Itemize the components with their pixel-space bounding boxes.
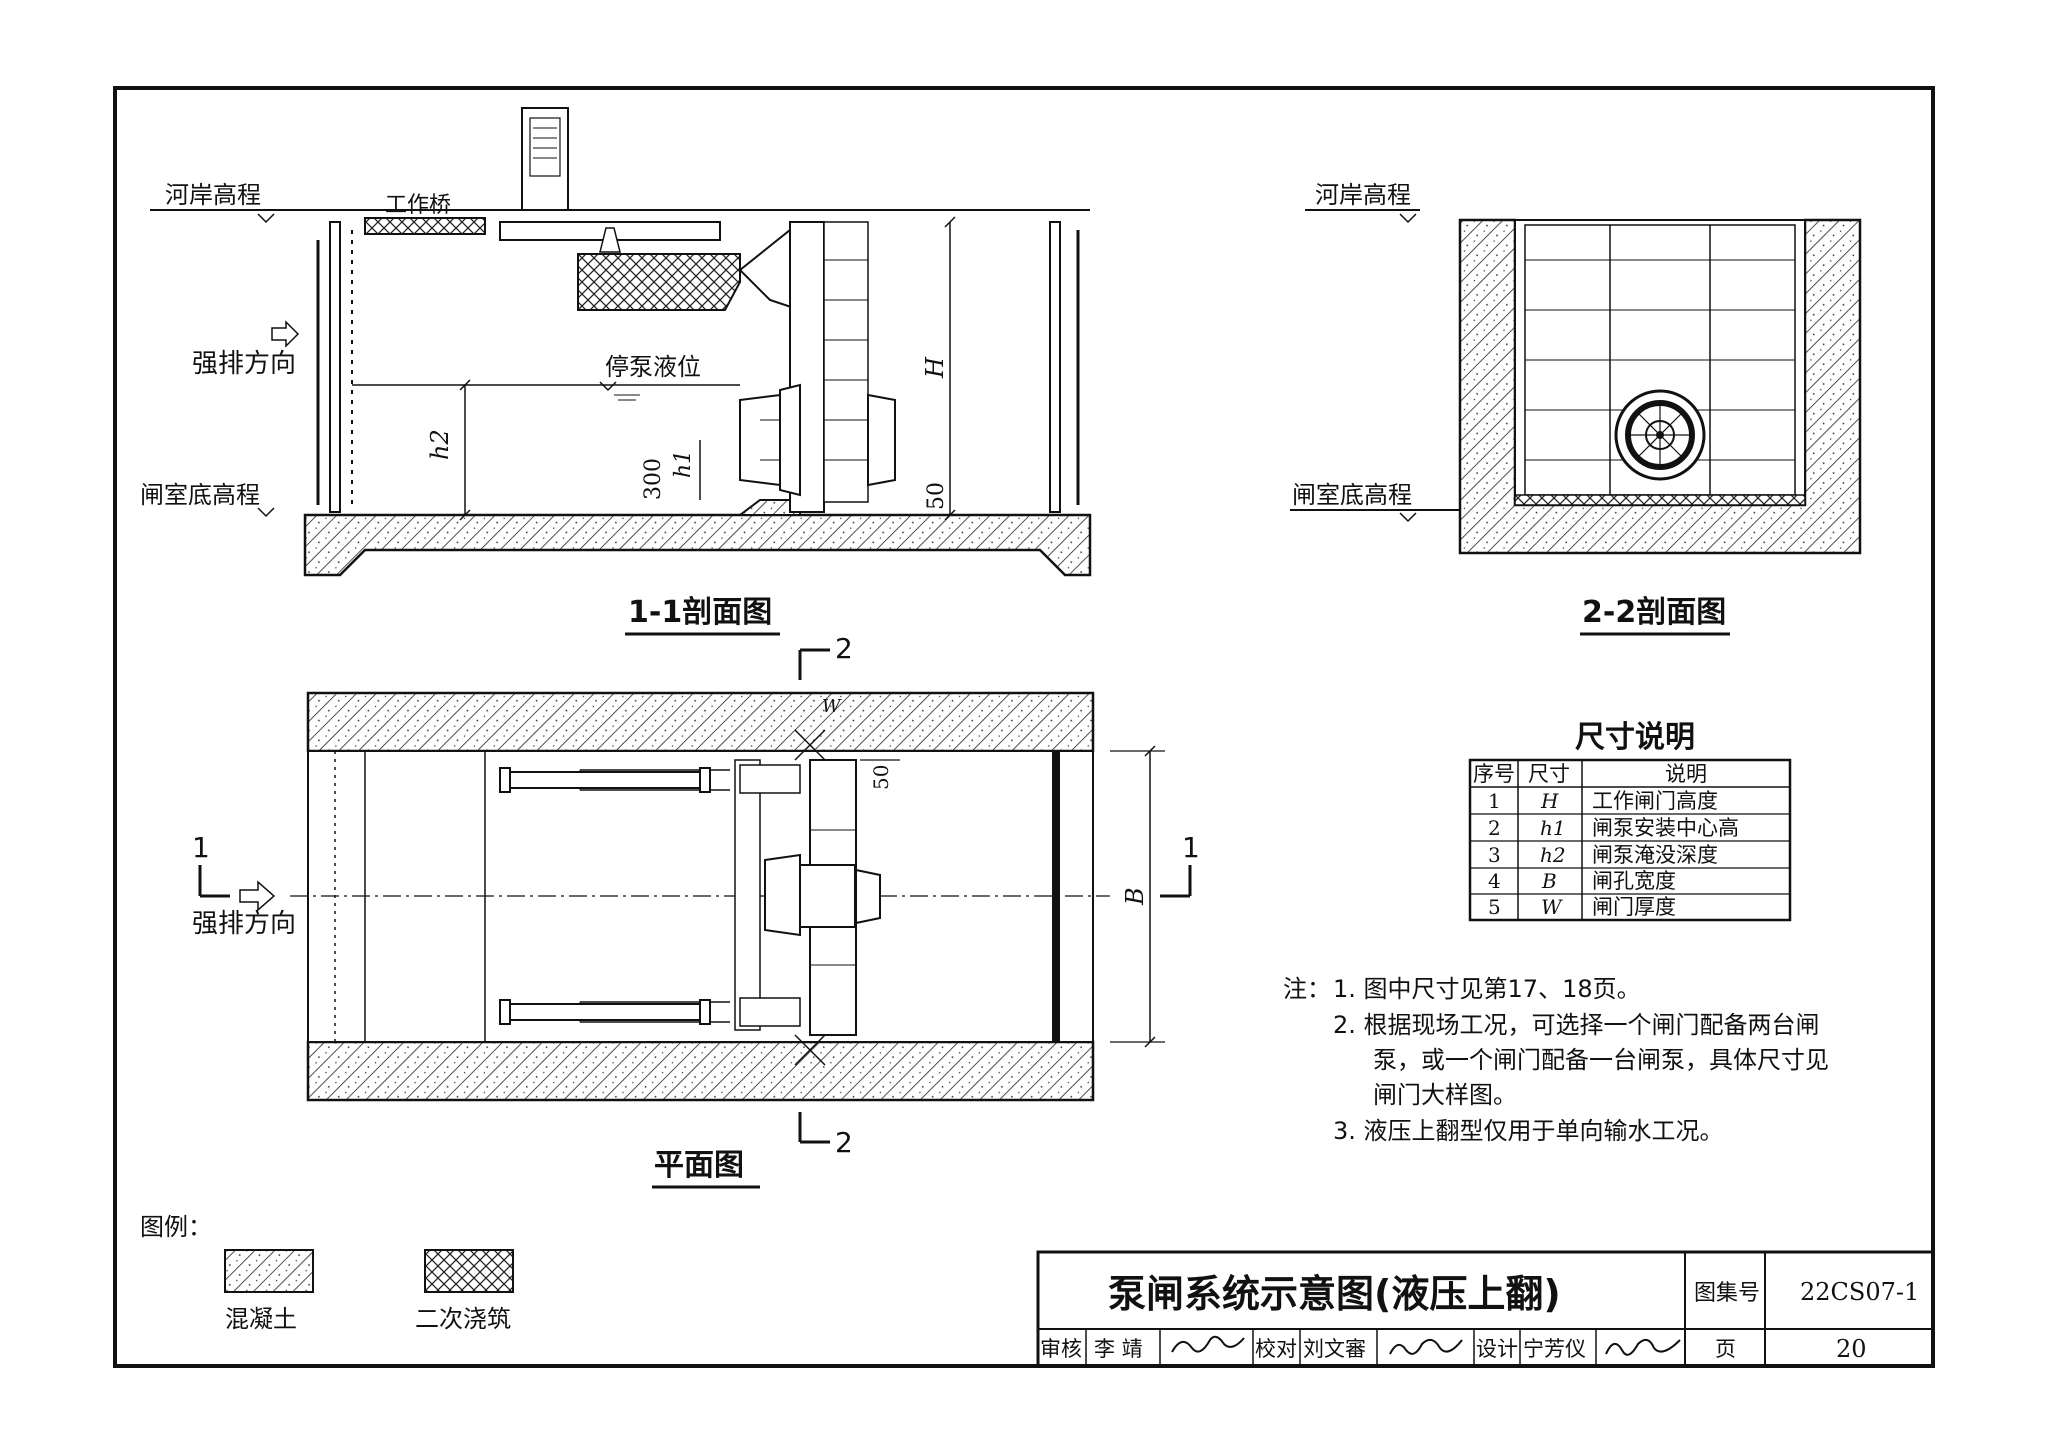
check-label: 校对	[1255, 1337, 1297, 1361]
reviewer-name: 李 靖	[1094, 1337, 1143, 1361]
row-2-index: 2	[1488, 816, 1501, 840]
row-3-index: 3	[1488, 843, 1501, 867]
designer-name: 宁芳仪	[1523, 1337, 1586, 1361]
work-bridge	[364, 217, 486, 235]
plan-dim-50: 50	[869, 765, 893, 790]
notes-prefix: 注：	[1283, 975, 1331, 1003]
base-slab	[303, 513, 1092, 577]
stop-level-label: 停泵液位	[605, 353, 701, 381]
row-3-desc: 闸泵淹没深度	[1592, 843, 1718, 867]
floor-label-2: 闸室底高程	[1292, 481, 1412, 509]
drawing-title: 泵闸系统示意图(液压上翻)	[1108, 1272, 1561, 1316]
th-index: 序号	[1473, 762, 1515, 786]
gate-panel	[789, 221, 825, 513]
dim-H: H	[921, 356, 949, 379]
row-5-index: 5	[1488, 895, 1501, 919]
dim-h2: h2	[426, 429, 454, 460]
row-1-dim: H	[1540, 789, 1559, 813]
row-1-desc: 工作闸门高度	[1592, 789, 1718, 813]
title-block: 泵闸系统示意图(液压上翻) 图集号 22CS07-1 审核 李 靖 校对 刘文審…	[1036, 1250, 1935, 1368]
note-2: 2. 根据现场工况，可选择一个闸门配备两台闸	[1333, 1011, 1820, 1039]
legend-secondary-label: 二次浇筑	[415, 1305, 511, 1333]
dim-h1: h1	[671, 450, 696, 478]
riverbank-label: 河岸高程	[165, 181, 261, 209]
row-1-index: 1	[1488, 789, 1501, 813]
section-1-1-title: 1-1剖面图	[628, 595, 772, 630]
legend-secondary-swatch	[424, 1249, 514, 1293]
sheet-border	[113, 86, 1935, 1368]
dim-B: B	[1121, 887, 1149, 906]
plan-pump-icon	[764, 853, 881, 937]
cut-2-top: 2	[835, 632, 853, 665]
row-4-dim: B	[1541, 869, 1557, 893]
dim-50: 50	[924, 482, 949, 510]
th-desc: 说明	[1665, 762, 1707, 786]
legend: 图例： 混凝土 二次浇筑	[140, 1213, 514, 1333]
plan-view: 1 1 2 2 强排方向 W 50 B 平面图	[192, 632, 1200, 1189]
plan-wall-bottom	[306, 1040, 1095, 1102]
design-label: 设计	[1476, 1337, 1518, 1361]
flow-arrow-icon	[271, 320, 300, 348]
note-2-cont-1: 泵，或一个闸门配备一台闸泵，具体尺寸见	[1373, 1046, 1829, 1074]
page-label: 页	[1715, 1337, 1736, 1361]
page-number: 20	[1836, 1335, 1867, 1363]
cut-1-right: 1	[1182, 831, 1200, 864]
hydraulic-cylinder-bottom	[499, 999, 711, 1025]
floor-label: 闸室底高程	[140, 481, 260, 509]
cut-1-left: 1	[192, 831, 210, 864]
gate-pump	[739, 383, 896, 497]
legend-concrete-swatch	[224, 1249, 314, 1293]
bridge-label: 工作桥	[385, 193, 451, 218]
atlas-number: 22CS07-1	[1800, 1278, 1919, 1306]
checker-signature	[1389, 1338, 1463, 1355]
row-5-desc: 闸门厚度	[1592, 895, 1676, 919]
designer-signature	[1605, 1338, 1681, 1356]
pump-outlet-icon	[1614, 389, 1706, 481]
dim-W: W	[822, 696, 842, 717]
table-title: 尺寸说明	[1575, 720, 1695, 755]
section-2-2: 河岸高程 闸室底高程 2-2剖面图	[1290, 181, 1862, 636]
note-3: 3. 液压上翻型仅用于单向输水工况。	[1333, 1117, 1724, 1145]
plan-gate-slot	[1052, 751, 1060, 1042]
row-3-dim: h2	[1540, 843, 1566, 867]
section-1-1: 河岸高程 闸室底高程 工作桥	[140, 107, 1092, 636]
row-2-desc: 闸泵安装中心高	[1592, 816, 1739, 840]
plan-flow-label: 强排方向	[192, 909, 296, 939]
reviewer-signature	[1171, 1335, 1245, 1353]
plan-wall-top	[306, 691, 1095, 753]
row-4-desc: 闸孔宽度	[1592, 869, 1676, 893]
review-label: 审核	[1040, 1337, 1082, 1361]
note-1: 1. 图中尺寸见第17、18页。	[1333, 975, 1641, 1003]
dimension-table: 尺寸说明 序号 尺寸 说明 1 H 工作闸门高度 2 h1 闸泵安装中心高 3 …	[1468, 720, 1792, 922]
note-2-cont-2: 闸门大样图。	[1373, 1081, 1517, 1109]
flow-label: 强排方向	[192, 349, 296, 379]
section-2-2-title: 2-2剖面图	[1582, 595, 1726, 630]
notes: 注： 1. 图中尺寸见第17、18页。 2. 根据现场工况，可选择一个闸门配备两…	[1283, 975, 1829, 1145]
row-5-dim: W	[1541, 895, 1563, 919]
riverbank-label-2: 河岸高程	[1315, 181, 1411, 209]
row-4-index: 4	[1488, 869, 1501, 893]
hydraulic-cylinder-top	[499, 767, 711, 793]
plan-flow-arrow-icon	[239, 880, 276, 912]
checker-name: 刘文審	[1303, 1337, 1366, 1361]
plan-gate-panel	[734, 759, 761, 1031]
row-2-dim: h1	[1540, 816, 1566, 840]
control-cabinet	[521, 107, 569, 211]
legend-title: 图例：	[140, 1213, 212, 1241]
cut-2-bottom: 2	[835, 1126, 853, 1159]
plan-title: 平面图	[654, 1148, 744, 1183]
secondary-pour-block	[577, 253, 741, 311]
dim-300: 300	[641, 458, 666, 500]
th-dim: 尺寸	[1528, 762, 1570, 786]
legend-concrete-label: 混凝土	[225, 1305, 297, 1333]
atlas-label: 图集号	[1694, 1281, 1760, 1306]
